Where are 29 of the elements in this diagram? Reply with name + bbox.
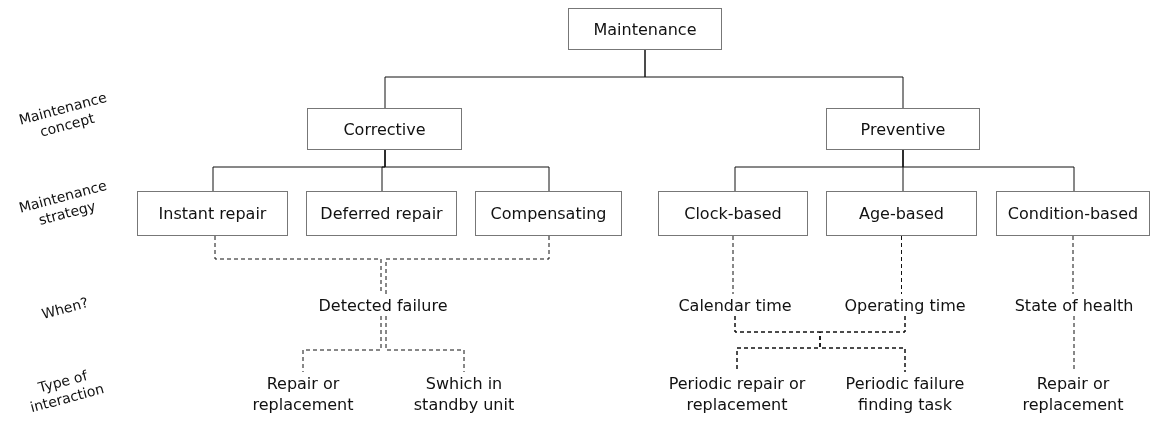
category-text: Operating time — [830, 294, 980, 316]
category-text: Swhich in standby unit — [404, 372, 524, 416]
category-text: State of health — [998, 294, 1150, 316]
connector-line — [901, 235, 902, 295]
process-box: Compensating — [475, 191, 622, 236]
process-box: Preventive — [826, 108, 980, 150]
connector-line — [384, 149, 550, 192]
process-box: Age-based — [826, 191, 977, 236]
connector-line — [1072, 235, 1074, 295]
process-box: Instant repair — [137, 191, 288, 236]
process-box: Clock-based — [658, 191, 808, 236]
process-box: Corrective — [307, 108, 462, 150]
category-text: Calendar time — [664, 294, 806, 316]
category-text: Detected failure — [300, 294, 466, 316]
connector-line — [302, 315, 382, 373]
category-text: Periodic failure finding task — [822, 372, 988, 416]
process-box: Condition-based — [996, 191, 1150, 236]
category-text: Repair or replacement — [243, 372, 363, 416]
connector-line — [732, 235, 734, 295]
process-box: Deferred repair — [306, 191, 457, 236]
connector-line — [644, 49, 904, 109]
connector-line — [385, 235, 550, 295]
category-text: Periodic repair or replacement — [662, 372, 812, 416]
process-box: Maintenance — [568, 8, 722, 50]
connector-line — [819, 315, 906, 373]
category-text: Repair or replacement — [1013, 372, 1133, 416]
level-label: When? — [38, 293, 91, 324]
connector-line — [902, 149, 1075, 192]
connector-line — [385, 315, 465, 373]
